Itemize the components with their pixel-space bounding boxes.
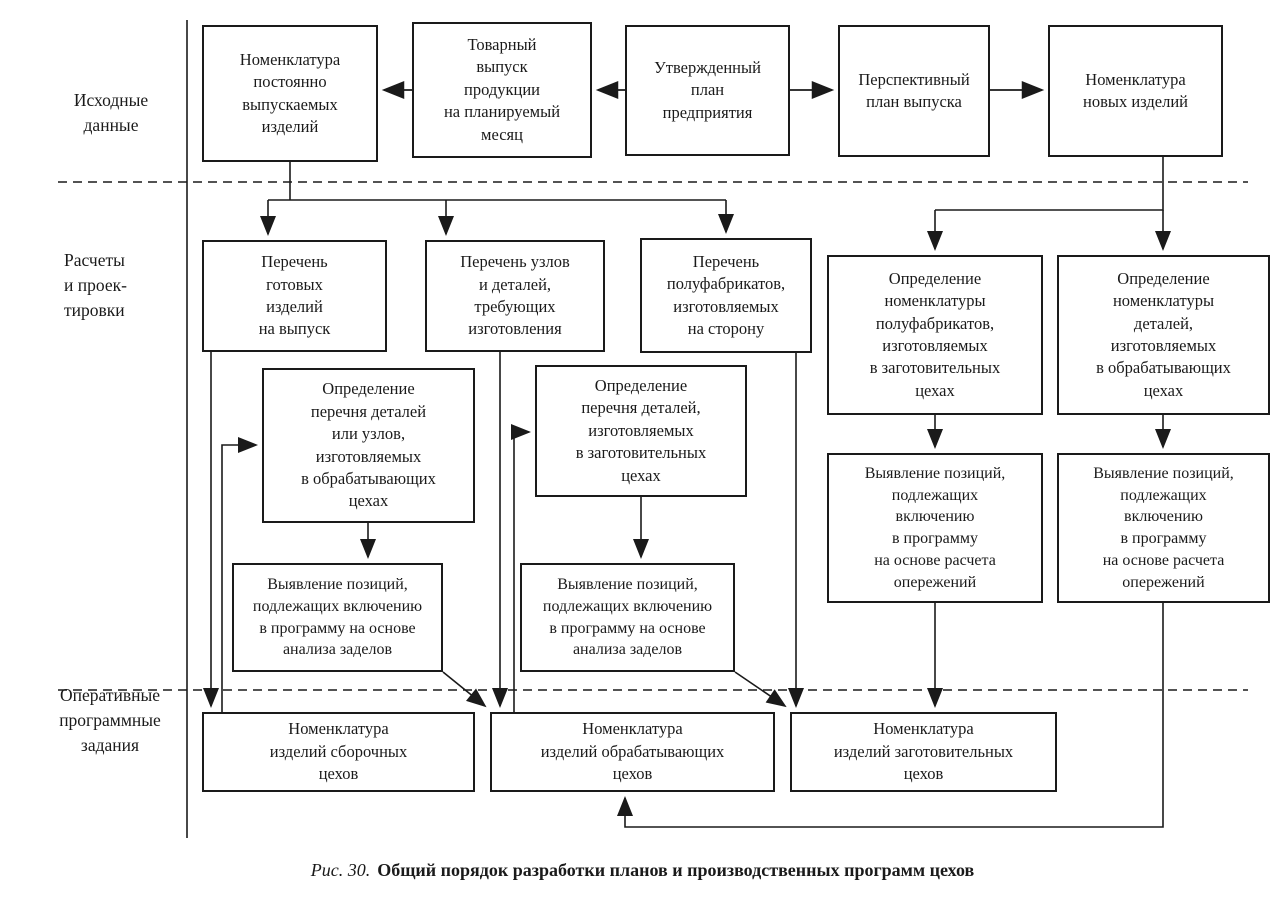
- box-def-list-parts-units: Определение перечня деталей или узлов, и…: [262, 368, 475, 523]
- connector-new-branch: [935, 157, 1164, 211]
- figure-caption-number: Рис. 30.: [310, 860, 371, 880]
- connector-assembly-to-def-list-units: [221, 437, 258, 712]
- figure-caption-title: Общий порядок разработки планов и произв…: [377, 860, 975, 880]
- zone-label-source-data: Исходные данные: [73, 90, 149, 135]
- box-approved-enterprise-plan: Утвержденный план предприятия: [625, 25, 790, 156]
- box-identify-backlog-1: Выявление позиций, подлежащих включению …: [232, 563, 443, 672]
- box-list-semifinished-outside: Перечень полуфабрикатов, изготовляемых н…: [640, 238, 812, 353]
- zone-label-operational: Оперативные программные задания: [59, 685, 161, 755]
- connector-lead2-feedback-to-processing: [617, 603, 1164, 828]
- box-perspective-output-plan: Перспективный план выпуска: [838, 25, 990, 157]
- figure-caption: Рис. 30. Общий порядок разработки планов …: [0, 860, 1285, 881]
- box-nomenclature-processing-shops: Номенклатура изделий обрабатывающих цехо…: [490, 712, 775, 792]
- box-nomenclature-constant-products: Номенклатура постоянно выпускаемых издел…: [202, 25, 378, 162]
- box-identify-lead-1: Выявление позиций, подлежащих включению …: [827, 453, 1043, 603]
- box-def-list-parts: Определение перечня деталей, изготовляем…: [535, 365, 747, 497]
- box-list-units-parts: Перечень узлов и деталей, требующих изго…: [425, 240, 605, 352]
- box-nomenclature-new-products: Номенклатура новых изделий: [1048, 25, 1223, 157]
- box-identify-backlog-2: Выявление позиций, подлежащих включению …: [520, 563, 735, 672]
- box-def-nomenclature-semifinished: Определение номенклатуры полуфабрикатов,…: [827, 255, 1043, 415]
- box-list-finished-products: Перечень готовых изделий на выпуск: [202, 240, 387, 352]
- connector-processing-to-def-list-parts: [511, 424, 531, 712]
- connector-backlog2-to-procurement: [734, 671, 787, 708]
- zone-label-calculations: Расчеты и проек- тировки: [64, 250, 127, 320]
- connector-backlog1-to-processing: [442, 671, 487, 708]
- box-nomenclature-assembly-shops: Номенклатура изделий сборочных цехов: [202, 712, 475, 792]
- box-commodity-output: Товарный выпуск продукции на планируемый…: [412, 22, 592, 158]
- box-nomenclature-procurement-shops: Номенклатура изделий заготовительных цех…: [790, 712, 1057, 792]
- box-identify-lead-2: Выявление позиций, подлежащих включению …: [1057, 453, 1270, 603]
- connector-constant-branch: [268, 162, 726, 201]
- box-def-nomenclature-parts: Определение номенклатуры деталей, изгото…: [1057, 255, 1270, 415]
